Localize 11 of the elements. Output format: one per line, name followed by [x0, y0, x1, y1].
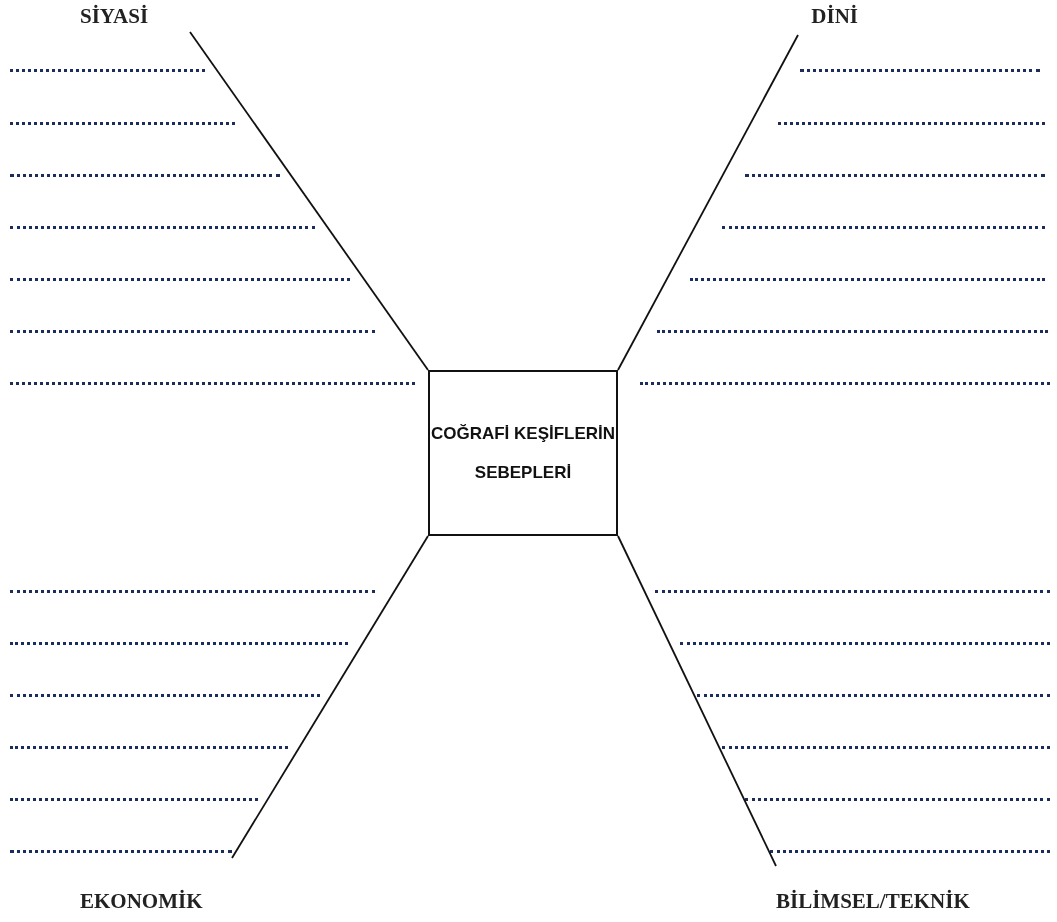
title-box	[428, 370, 618, 536]
category-label: DİNİ	[798, 4, 858, 35]
category-label: BİLİMSEL/TEKNİK	[776, 866, 1036, 914]
connector-line	[189, 31, 429, 371]
connector-line	[617, 535, 777, 867]
box-title: COĞRAFİ KEŞİFLERİN	[430, 422, 616, 445]
connector-line	[231, 535, 429, 859]
category-label: SİYASİ	[80, 4, 190, 32]
connector-line	[617, 34, 799, 371]
box-title: SEBEPLERİ	[474, 462, 572, 484]
category-label: EKONOMİK	[80, 858, 232, 914]
